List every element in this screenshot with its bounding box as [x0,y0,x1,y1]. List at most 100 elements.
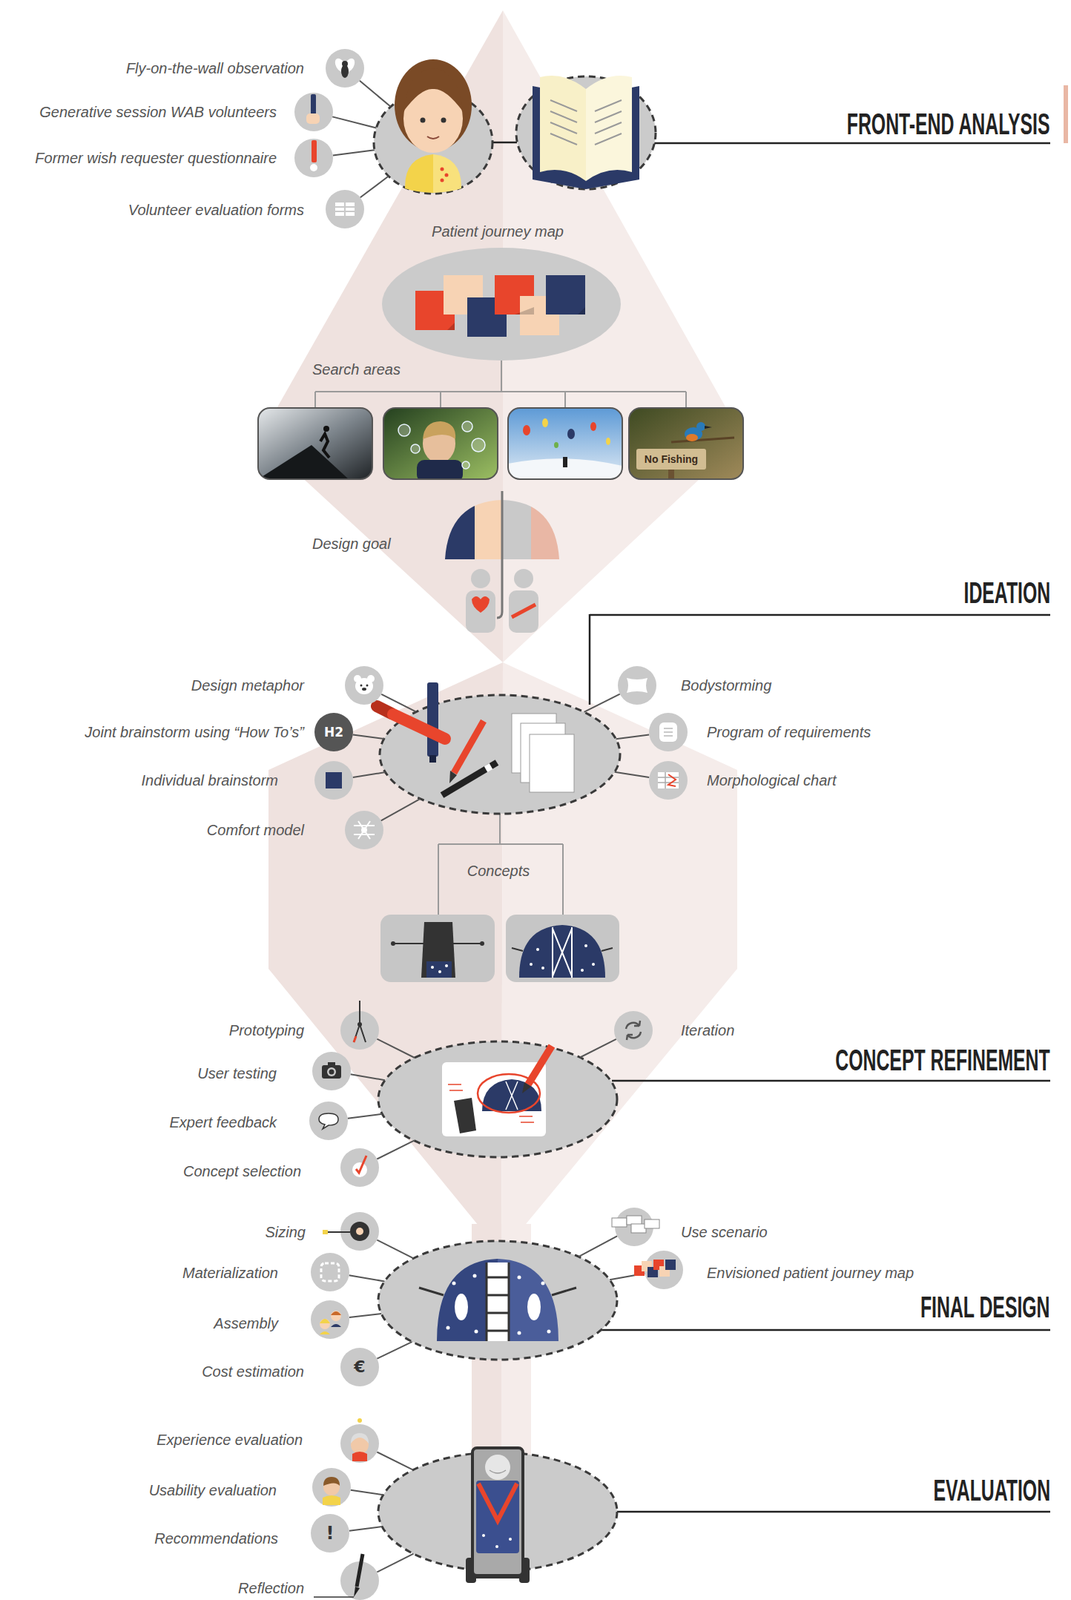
method-icon [325,48,365,88]
method-icon-part [657,772,679,789]
ideation-ellipse-part [429,755,437,763]
final-design-ellipse-part [486,1262,509,1341]
girl-figure-part [440,178,445,183]
final-design-ellipse-part [452,1281,457,1286]
method-icon-part [668,774,676,787]
final-design-ellipse-part [517,1275,522,1280]
umbrella-figure-part [470,568,491,589]
method-label: Individual brainstorm [140,771,279,790]
journey-map-ellipse [381,247,621,361]
refinement-ellipse-part [442,1062,546,1137]
concept-card-part [479,941,485,946]
search-area-photo-part-part-part [410,444,420,454]
leader-line [376,1240,414,1259]
concept-card-part [584,944,588,948]
evaluation-ellipse-part [485,1454,511,1480]
method-icon-part [355,677,374,695]
method-icon [312,1467,351,1507]
umbrella-figure-part [496,490,503,618]
method-label: Patient journey map [431,222,564,241]
method-label: Usability evaluation [149,1481,277,1499]
evaluation-ellipse [378,1447,618,1583]
search-area-photo-part [628,407,744,480]
method-icon-part [330,1323,342,1327]
girl-figure-part [427,136,440,139]
method-icon-part [353,1000,366,1043]
phase-title: FINAL DESIGN [920,1289,1051,1325]
method-icon-part [360,684,363,687]
umbrella-figure-part-part [445,496,475,564]
leader-line [360,176,389,199]
phase-rule-part [617,1510,1051,1514]
search-area-photo-part [258,407,373,480]
accent-bar [1063,85,1069,144]
method-icon-part [309,1101,348,1140]
method-icon [634,1250,684,1290]
search-area-photo-part-part [590,422,597,431]
search-area-photo-part [258,407,373,480]
umbrella-figure-part [513,568,534,589]
method-icon-part [340,1424,380,1463]
method-icon-part [357,1022,362,1027]
method-icon-part [310,94,316,115]
final-design-ellipse-part [547,1329,552,1334]
journey-map-ellipse-part [447,307,586,331]
search-area-photo-part-part [508,407,623,480]
refinement-ellipse-part [378,1041,618,1158]
method-icon-part [322,1495,341,1505]
concept-card-part [430,965,434,969]
concept-card-part [380,914,495,982]
method-label: Prototyping [229,1021,305,1040]
concept-card-part [505,914,620,982]
refinement-ellipse-part [453,1097,477,1134]
leader-line [376,1341,412,1359]
method-label: Recommendations [154,1529,279,1548]
method-label: Use scenario [680,1223,768,1241]
method-icon-part [340,1347,380,1387]
concept-card-part [421,921,456,978]
concept-card-part [529,962,533,966]
search-area-photo-part-part [668,468,675,480]
method-icon-part [356,1227,364,1235]
method-icon-part [312,1051,351,1091]
leader-line [359,80,391,107]
search-area-photo-part-part [320,433,330,458]
search-area-photo-part-part [628,407,744,480]
method-label: Iteration [680,1021,735,1040]
search-area-photo-part-part-part [471,438,486,452]
method-label: Program of requirements [706,723,871,741]
evaluation-ellipse-part [472,1447,523,1576]
method-label: Sizing [265,1223,306,1241]
leader-line [349,1313,382,1318]
method-icon [294,138,334,178]
method-icon [340,1000,380,1050]
method-label: Joint brainstorm using “How To’s” [84,723,305,741]
leader-line [580,1039,617,1058]
search-area-photo-part [508,407,623,480]
method-label: Volunteer evaluation forms [128,200,305,219]
leader-line [381,694,417,713]
search-area-photo-part-part [398,421,486,469]
method-icon-part [294,92,334,132]
search-area-photo-part-part [258,445,349,480]
search-area-photo-part-part [422,421,456,440]
method-icon-part [659,722,678,742]
method-icon-part [663,728,673,736]
girl-figure [394,59,472,193]
final-design-ellipse-part [541,1281,546,1286]
method-icon-part [318,1113,339,1129]
method-icon-part [321,1065,342,1079]
journey-map-ellipse-part [545,275,586,315]
ideation-ellipse-part [442,762,497,796]
leader-line [349,1274,385,1281]
evaluation-ellipse-part [476,1480,520,1554]
method-icon-part [361,826,368,833]
girl-figure-part [420,117,426,124]
phase-title: IDEATION [963,574,1051,611]
ideation-ellipse [376,682,621,814]
method-icon-part [330,1310,342,1321]
search-area-photo-part-part [567,428,575,440]
method-label: Expert feedback [169,1113,277,1132]
method-icon-part [327,1067,336,1077]
